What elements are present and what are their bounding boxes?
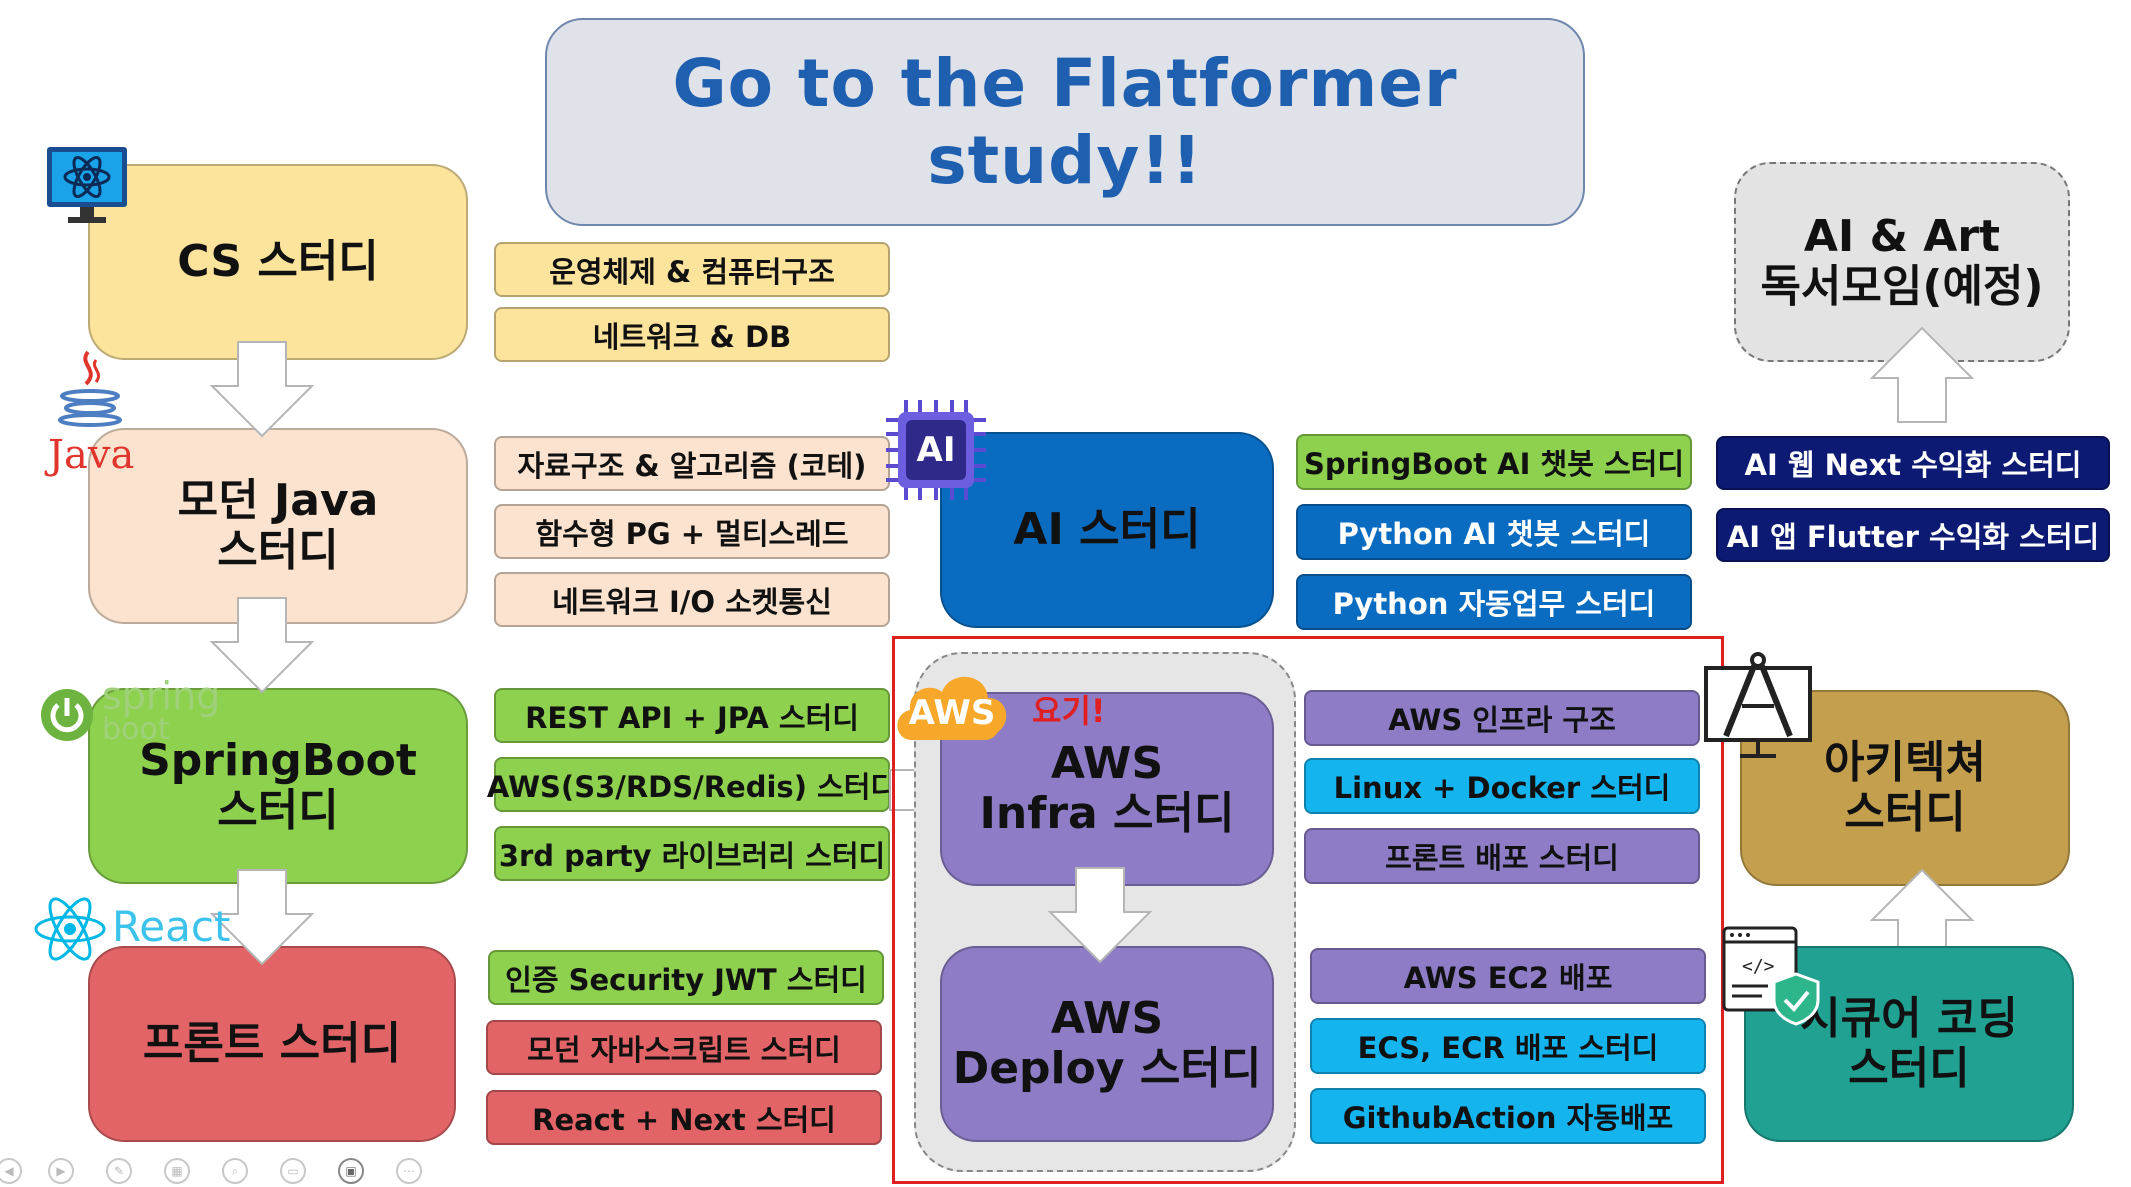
- springboot-study-label: SpringBoot 스터디: [139, 735, 417, 836]
- front-study-label: 프론트 스터디: [142, 1018, 402, 1069]
- java-study-box: 모던 Java 스터디: [88, 428, 468, 624]
- aws-infra-item: AWS 인프라 구조: [1304, 690, 1700, 746]
- ai-study-box: AI 스터디: [940, 432, 1274, 628]
- ai-item: Python AI 챗봇 스터디: [1296, 504, 1692, 560]
- page-title: Go to the Flatformer study!!: [672, 45, 1458, 199]
- aws-highlight-frame: [892, 636, 1724, 1184]
- slides-icon[interactable]: ▦: [164, 1158, 190, 1184]
- cs-study-label: CS 스터디: [177, 236, 379, 287]
- aws-deploy-study-label: AWS Deploy 스터디: [952, 993, 1262, 1094]
- front-item: 인증 Security JWT 스터디: [488, 950, 884, 1005]
- aws-cloud-icon: AWS: [890, 662, 1014, 746]
- ai-art-reading-box: AI & Art 독서모임(예정): [1734, 162, 2070, 362]
- react-logo-text: React: [112, 902, 231, 951]
- architecture-study-box: 아키텍쳐 스터디: [1740, 690, 2070, 886]
- spring-item: REST API + JPA 스터디: [494, 688, 890, 743]
- aws-callout: 요기!: [1032, 692, 1106, 730]
- aws-infra-study-label: AWS Infra 스터디: [979, 738, 1235, 839]
- up-arrow-to-art: [1869, 326, 1975, 423]
- spring-power-icon: [38, 686, 96, 744]
- java-item: 네트워크 I/O 소켓통신: [494, 572, 890, 627]
- java-item: 함수형 PG + 멀티스레드: [494, 504, 890, 559]
- spring-item: 3rd party 라이브러리 스터디: [494, 826, 890, 881]
- camera-icon[interactable]: ▣: [338, 1158, 364, 1184]
- front-item: React + Next 스터디: [486, 1090, 882, 1145]
- java-logo-text: Java: [48, 432, 135, 478]
- next-slide-icon[interactable]: ▶: [48, 1158, 74, 1184]
- ai-art-reading-label: AI & Art 독서모임(예정): [1760, 211, 2044, 312]
- down-arrow-infra-deploy: [1047, 867, 1153, 964]
- architecture-study-label: 아키텍쳐 스터디: [1824, 737, 1986, 838]
- java-cup-icon: [48, 346, 134, 432]
- subtitles-icon[interactable]: ▭: [280, 1158, 306, 1184]
- secure-code-icon: </>: [1722, 926, 1832, 1026]
- prev-slide-icon[interactable]: ◀: [0, 1158, 22, 1184]
- ai-biz-item: AI 앱 Flutter 수익화 스터디: [1716, 508, 2110, 562]
- more-options-icon[interactable]: ⋯: [396, 1158, 422, 1184]
- ai-item: SpringBoot AI 챗봇 스터디: [1296, 434, 1692, 490]
- aws-deploy-item: GithubAction 자동배포: [1310, 1088, 1706, 1144]
- front-study-box: 프론트 스터디: [88, 946, 456, 1142]
- react-atom-icon: [32, 894, 108, 964]
- aws-deploy-study-box: AWS Deploy 스터디: [940, 946, 1274, 1142]
- cs-item: 운영체제 & 컴퓨터구조: [494, 242, 890, 297]
- aws-infra-item: 프론트 배포 스터디: [1304, 828, 1700, 884]
- java-item: 자료구조 & 알고리즘 (코테): [494, 436, 890, 491]
- down-arrow-java-spring: [209, 597, 315, 694]
- aws-infra-item: Linux + Docker 스터디: [1304, 758, 1700, 814]
- spring-logo-text: spring: [102, 674, 221, 718]
- ai-chip-label: AI: [916, 430, 956, 470]
- svg-text:</>: </>: [1742, 956, 1775, 977]
- zoom-icon[interactable]: ⌕: [222, 1158, 248, 1184]
- aws-badge-label: AWS: [908, 693, 996, 733]
- front-item: 모던 자바스크립트 스터디: [486, 1020, 882, 1075]
- springboot-study-box: SpringBoot 스터디: [88, 688, 468, 884]
- ai-study-label: AI 스터디: [1013, 504, 1201, 555]
- down-arrow-cs-java: [209, 341, 315, 438]
- architecture-compass-icon: [1704, 650, 1812, 764]
- ai-item: Python 자동업무 스터디: [1296, 574, 1692, 630]
- pen-icon[interactable]: ✎: [106, 1158, 132, 1184]
- down-arrow-spring-front: [209, 869, 315, 966]
- aws-deploy-item: AWS EC2 배포: [1310, 948, 1706, 1004]
- monitor-atom-icon: [44, 144, 130, 228]
- java-study-label: 모던 Java 스터디: [177, 475, 379, 576]
- title-box: Go to the Flatformer study!!: [545, 18, 1585, 226]
- secure-coding-study-label: 시큐어 코딩 스터디: [1800, 993, 2018, 1094]
- ai-chip-icon: AI: [884, 398, 988, 502]
- boot-logo-text: boot: [102, 712, 170, 747]
- cs-study-box: CS 스터디: [88, 164, 468, 360]
- spring-item: AWS(S3/RDS/Redis) 스터디: [487, 757, 897, 812]
- ai-biz-item: AI 웹 Next 수익화 스터디: [1716, 436, 2110, 490]
- cs-item: 네트워크 & DB: [494, 307, 890, 362]
- aws-deploy-item: ECS, ECR 배포 스터디: [1310, 1018, 1706, 1074]
